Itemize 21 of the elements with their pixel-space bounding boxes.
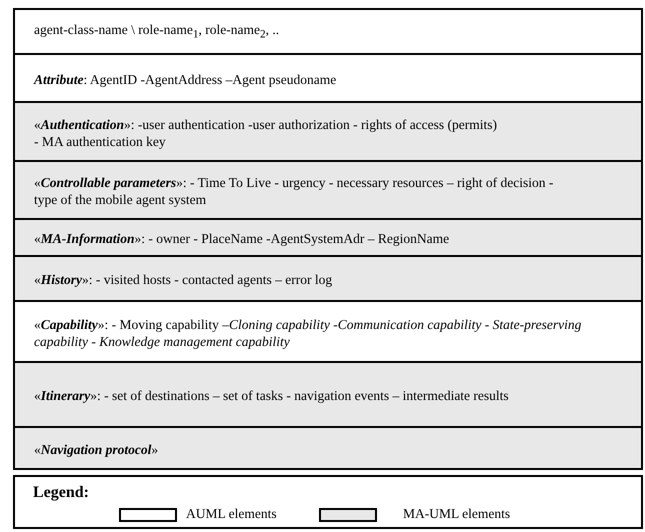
class-compartment <box>13 255 643 302</box>
legend-title: Legend: <box>33 484 89 502</box>
legend-text: AUML elements <box>186 506 277 522</box>
compartment-text: «History»: - visited hosts - contacted agents – error log <box>34 271 332 288</box>
class-compartment <box>13 218 643 257</box>
class-compartment <box>13 160 643 220</box>
compartment-text: «Itinerary»: - set of destinations – set of tasks - navigation events – intermediate results <box>34 387 509 404</box>
compartment-text: «Capability»: - Moving capability –Cloning capability -Communication capability - State-preserving capability - Knowledge management capability <box>34 316 582 350</box>
class-compartment <box>13 300 643 363</box>
class-compartment <box>13 53 643 103</box>
compartment-text: «Authentication»: -user authentication -user authorization - rights of access (permits) - MA authentication key <box>34 116 498 150</box>
compartment-text: «MA-Information»: - owner - PlaceName -AgentSystemAdr – RegionName <box>34 230 450 247</box>
class-compartment <box>13 101 643 162</box>
compartment-text: agent-class-name \ role-name$_{1}$, role-name$_{2}$, .. <box>34 21 280 43</box>
compartment-text: Attribute: AgentID -AgentAddress –Agent pseudoname <box>34 70 336 88</box>
compartment-text: «Controllable parameters»: - Time To Live - urgency - necessary resources – right of decision - type of the mobile agent system <box>34 174 554 208</box>
compartment-text: «Navigation protocol» <box>34 440 158 458</box>
class-compartment <box>13 426 643 470</box>
class-compartment <box>13 8 643 55</box>
class-compartment <box>13 361 643 428</box>
legend-text: MA-UML elements <box>403 506 510 522</box>
